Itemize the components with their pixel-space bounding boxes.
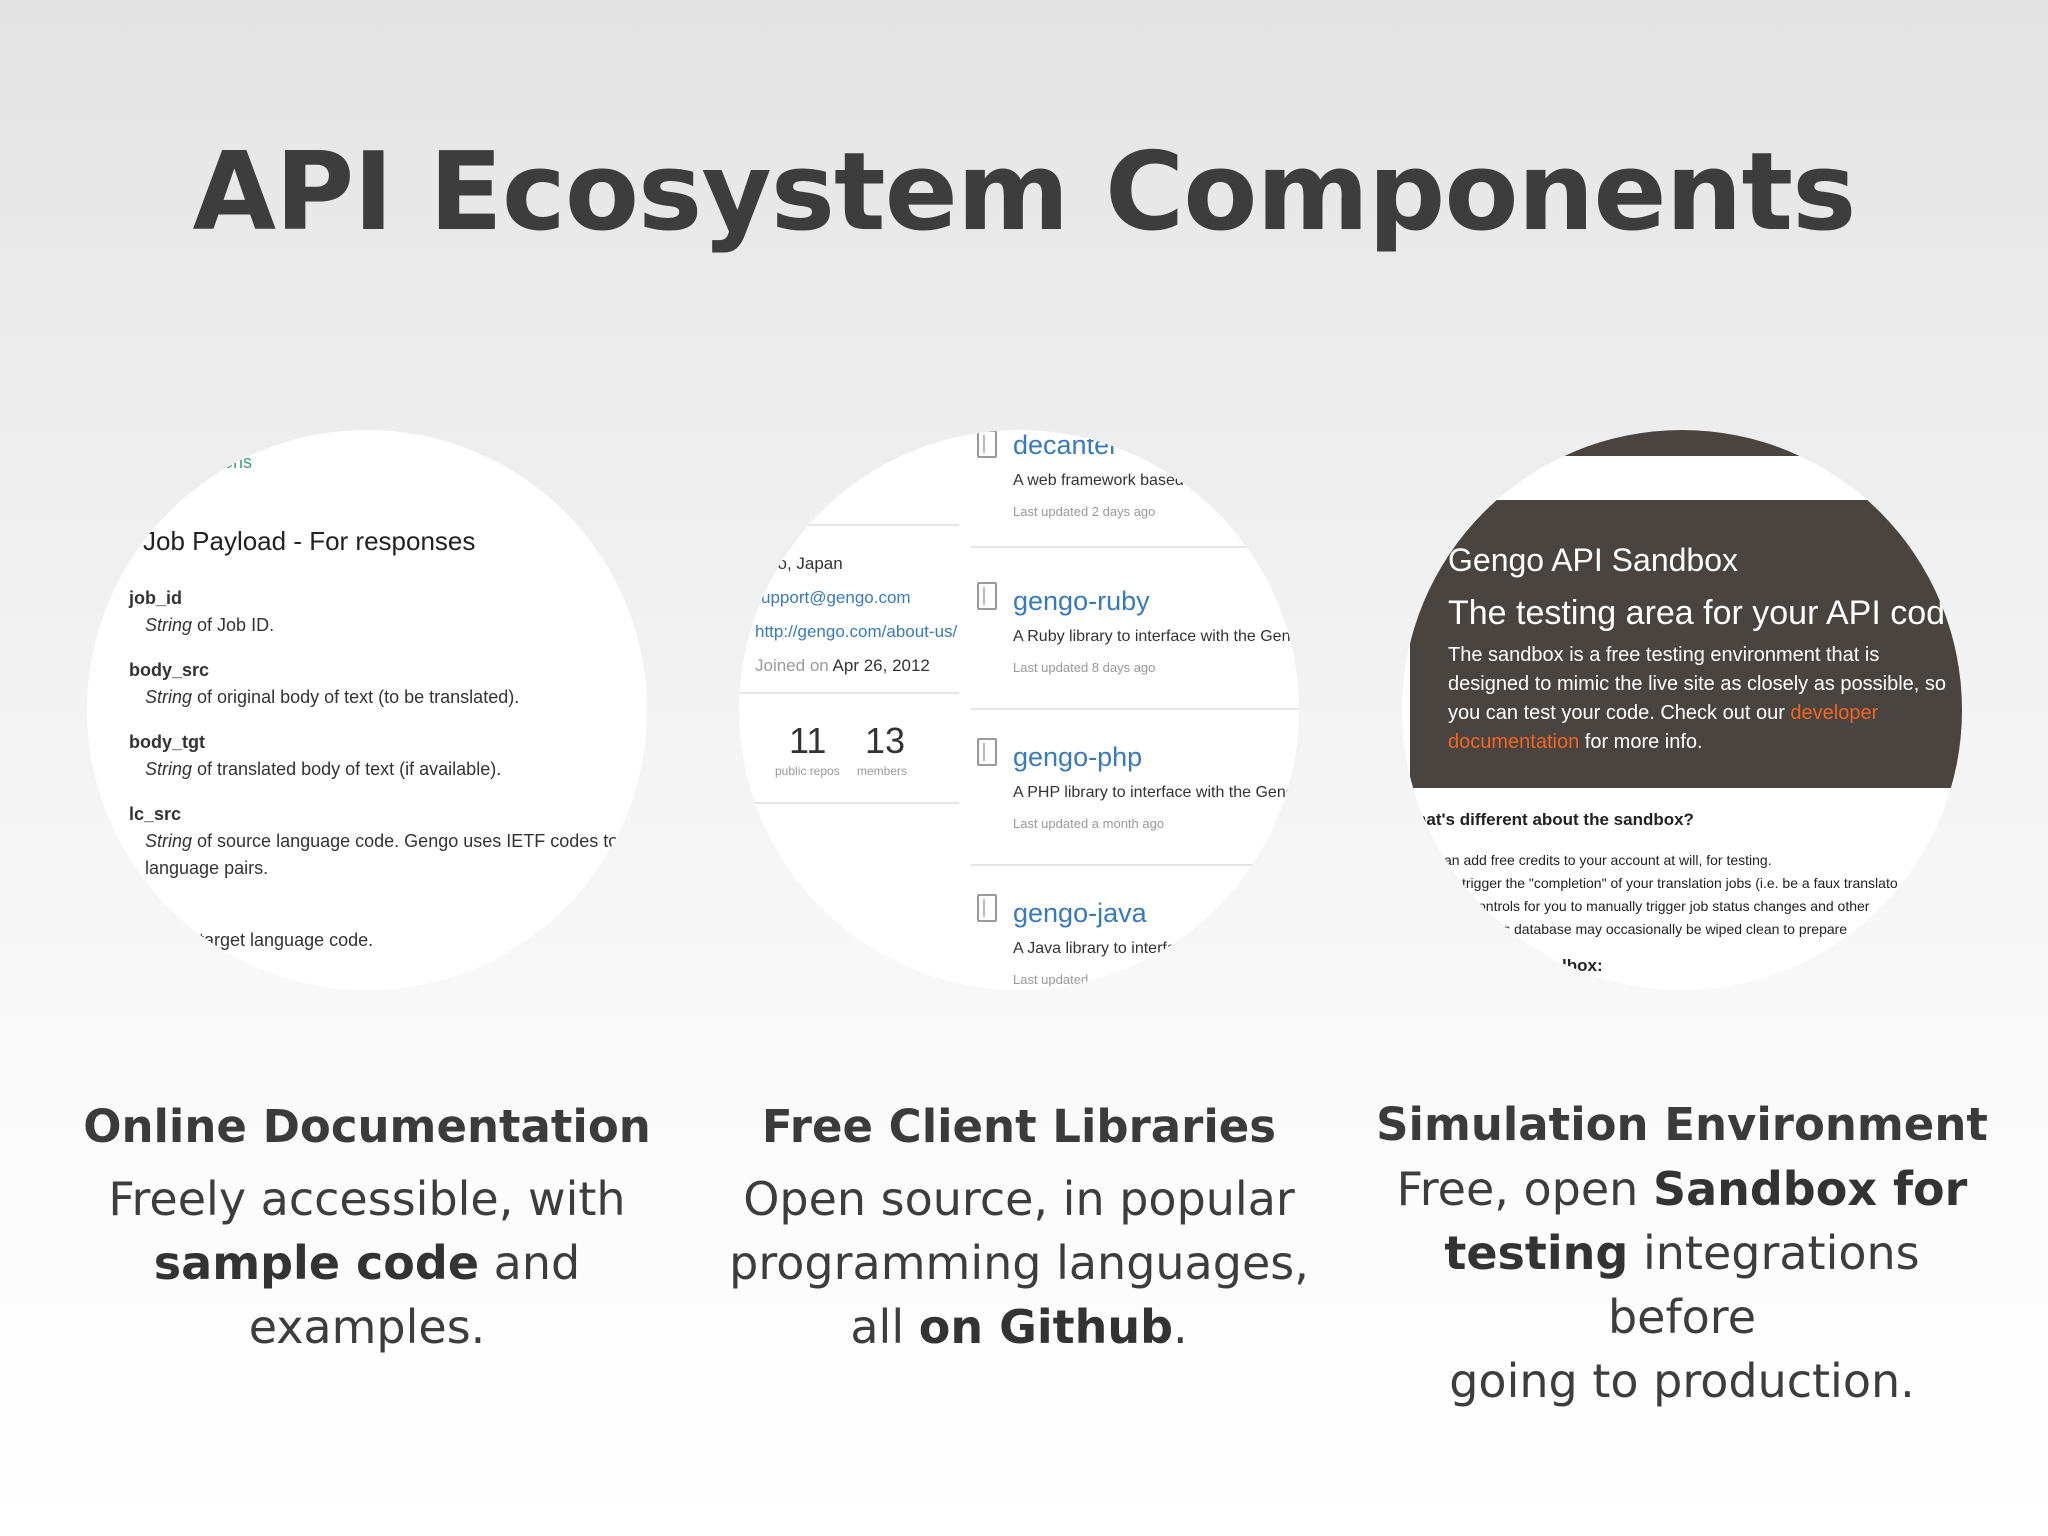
field-name: job_id	[129, 588, 182, 608]
repo-name-link[interactable]: gengo-java	[1013, 898, 1147, 928]
developer-docs-link[interactable]: documentation	[1448, 731, 1580, 753]
repo-updated: Last updated	[1013, 972, 1089, 987]
sandbox-bullet: an add free credits to your account at w…	[1444, 852, 1772, 868]
developer-docs-link[interactable]: developer	[1790, 702, 1879, 724]
repo-book-icon	[977, 430, 997, 458]
sandbox-heading: Gengo API Sandbox	[1448, 542, 1738, 578]
caption-heading: Free Client Libraries	[761, 1100, 1277, 1153]
field-name: lc_src	[129, 804, 182, 824]
slide-title: API Ecosystem Components	[192, 130, 1857, 255]
members-label: members	[857, 764, 908, 778]
repo-book-icon	[977, 738, 997, 766]
public-repos-count: 11	[789, 720, 827, 761]
caption-text: Free, open Sandbox for testing integrati…	[1396, 1162, 1968, 1408]
field-description: String of original body of text (to be t…	[145, 687, 520, 707]
caption-simulation-environment: Simulation Environment Free, open Sandbo…	[1372, 1098, 1992, 1413]
divider	[739, 524, 959, 526]
org-joined: Joined on Apr 26, 2012	[755, 656, 930, 675]
divider	[739, 802, 959, 804]
divider	[971, 546, 1299, 548]
caption-text: Open source, in popular programming lang…	[729, 1172, 1309, 1354]
caption-heading: Online Documentation	[83, 1100, 651, 1153]
documentation-screenshot: ons Job Payload - For responses job_id S…	[87, 430, 647, 990]
caption-text: Freely accessible, with sample code and …	[108, 1172, 626, 1354]
org-location: yo, Japan	[769, 554, 843, 573]
field-description-continued: language pairs.	[145, 858, 269, 878]
github-screenshot: yo, Japan upport@gengo.com http://gengo.…	[739, 430, 1299, 990]
sandbox-bullet: trigger the "completion" of your transla…	[1462, 875, 1898, 891]
sandbox-top-bar	[1402, 430, 1962, 456]
sandbox-section-heading: hat's different about the sandbox?	[1416, 810, 1694, 829]
org-website-link[interactable]: http://gengo.com/about-us/	[755, 622, 958, 641]
repo-updated: Last updated 2 days ago	[1013, 504, 1156, 519]
repo-name-link[interactable]: gengo-php	[1013, 742, 1143, 772]
members-count: 13	[865, 720, 906, 761]
docs-nav-link: ons	[223, 452, 253, 472]
field-description: String of Job ID.	[145, 615, 275, 635]
repo-description: A Ruby library to interface with the Gen…	[1013, 628, 1299, 645]
repo-name-link[interactable]: gengo-ruby	[1013, 586, 1150, 616]
sandbox-screenshot: Gengo API Sandbox The testing area for y…	[1402, 430, 1962, 990]
field-description: String of source language code. Gengo us…	[145, 831, 647, 851]
sandbox-bullet: ls database may occasionally be wiped cl…	[1500, 921, 1848, 937]
caption-heading: Simulation Environment	[1376, 1098, 1988, 1151]
divider	[739, 692, 959, 694]
sandbox-desc-line: you can test your code. Check out our de…	[1448, 702, 1879, 724]
caption-online-documentation: Online Documentation Freely accessible, …	[57, 1100, 677, 1359]
sandbox-desc-line: The sandbox is a free testing environmen…	[1448, 644, 1880, 666]
field-name: body_src	[129, 660, 210, 680]
repo-book-icon	[977, 894, 997, 922]
org-email-link[interactable]: upport@gengo.com	[761, 588, 911, 607]
divider	[971, 864, 1299, 866]
repo-updated: Last updated a month ago	[1013, 816, 1165, 831]
repo-description: A PHP library to interface with the Geng…	[1013, 784, 1299, 801]
sandbox-tagline: The testing area for your API code.	[1448, 594, 1962, 632]
repo-description: A Java library to interfac	[1013, 940, 1184, 957]
field-name: body_tgt	[129, 732, 205, 752]
field-description: target language code.	[199, 930, 374, 950]
repo-updated: Last updated 8 days ago	[1013, 660, 1156, 675]
sandbox-bullet: ontrols for you to manually trigger job …	[1478, 898, 1870, 914]
repo-name-link[interactable]: decanter	[1013, 430, 1119, 460]
sandbox-desc-line: documentation for more info.	[1448, 731, 1703, 753]
caption-free-client-libraries: Free Client Libraries Open source, in po…	[709, 1100, 1329, 1359]
docs-heading: Job Payload - For responses	[143, 526, 476, 556]
divider	[971, 708, 1299, 710]
repo-description: A web framework based on bo	[1013, 472, 1229, 489]
repo-book-icon	[977, 582, 997, 610]
sandbox-subheading: lbox:	[1562, 956, 1603, 975]
sandbox-desc-line: designed to mimic the live site as close…	[1448, 673, 1947, 695]
field-description: String of translated body of text (if av…	[145, 759, 502, 779]
public-repos-label: public repos	[775, 764, 840, 778]
sandbox-hero-panel	[1410, 500, 1962, 788]
